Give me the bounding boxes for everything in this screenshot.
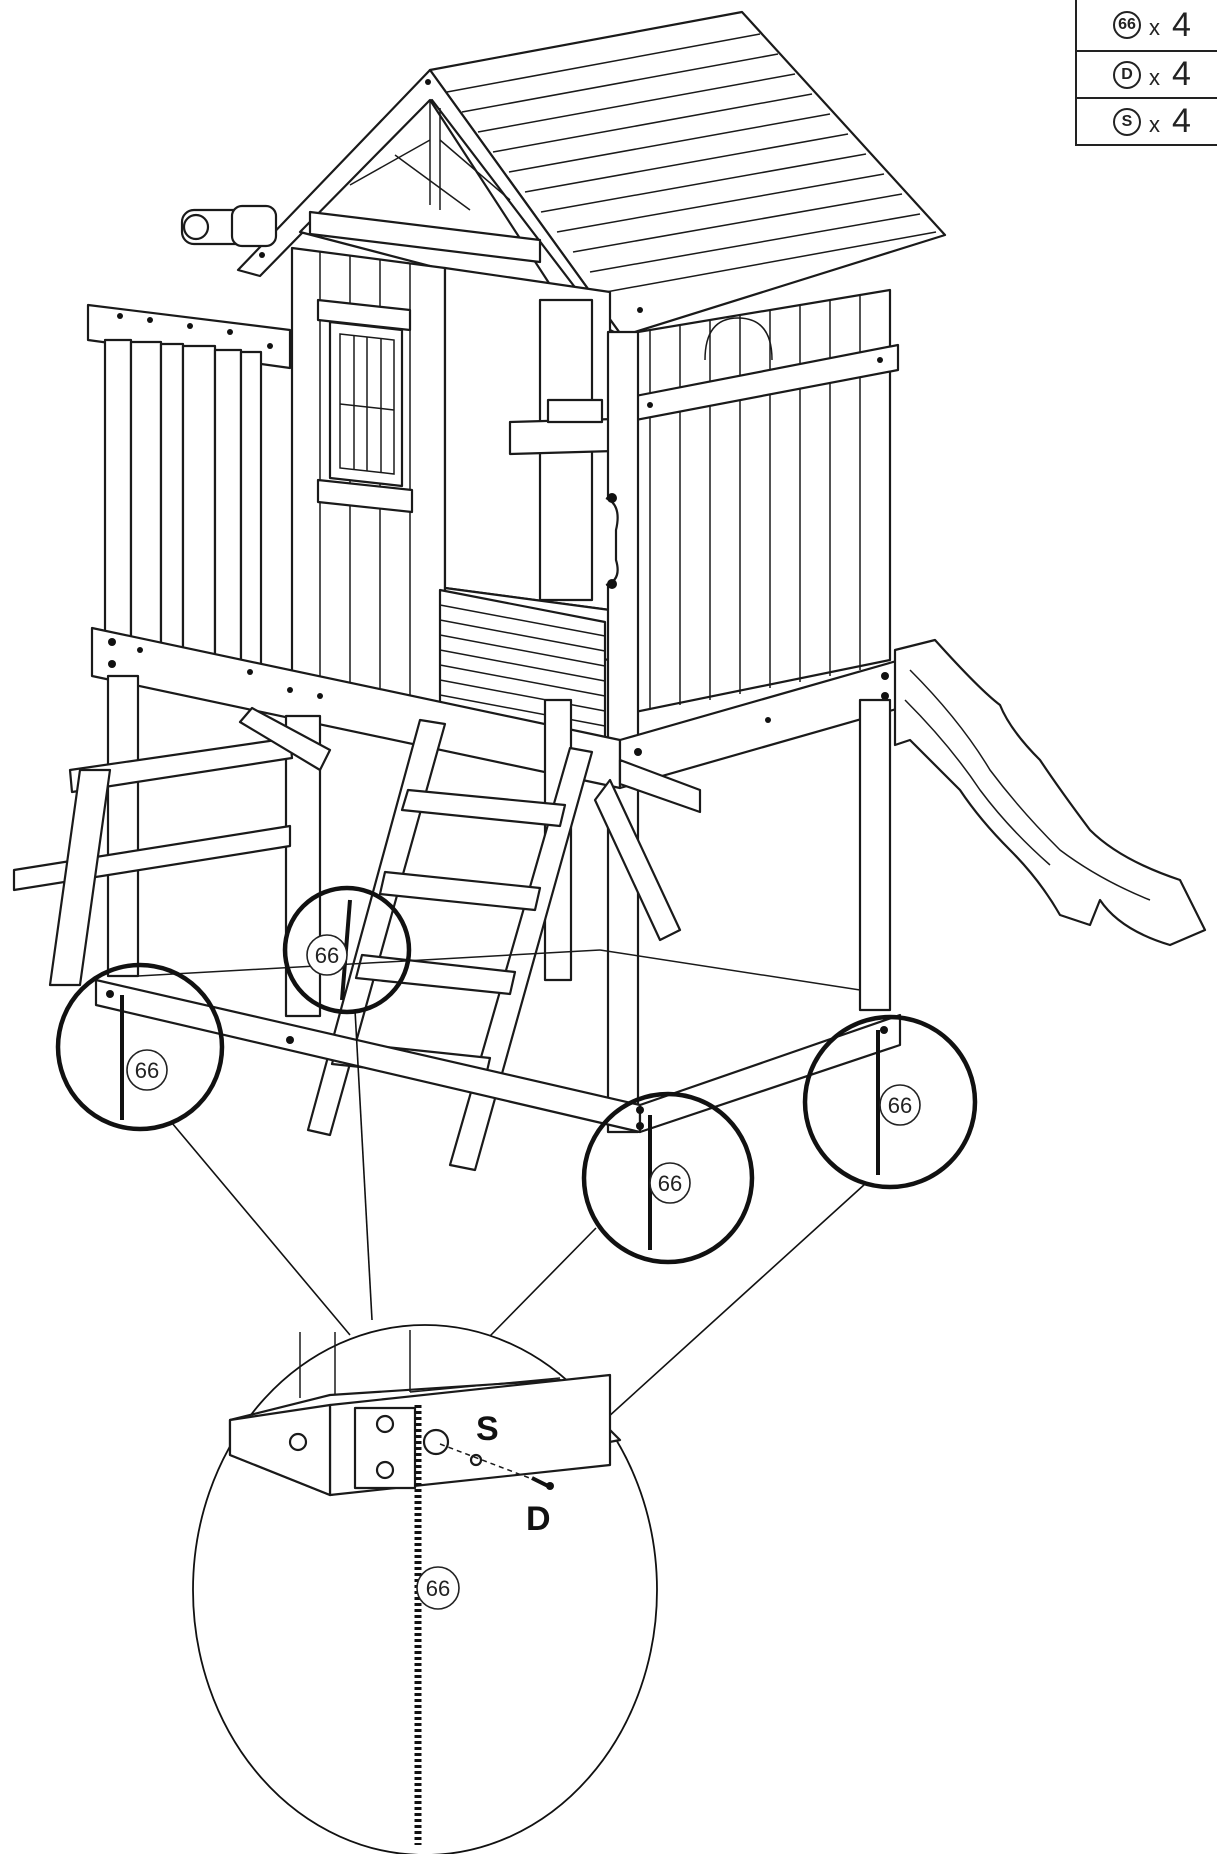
detail-label-d: D: [526, 1500, 551, 1538]
parts-table: 66 x 4 D x 4 S x 4: [1075, 0, 1217, 146]
grab-handle: [605, 496, 619, 587]
svg-text:66: 66: [426, 1576, 450, 1601]
part-badge-back: 66: [306, 934, 348, 976]
window-sill: [316, 478, 414, 514]
parts-row: 66 x 4: [1077, 0, 1217, 50]
picnic-table: [12, 706, 702, 987]
callout-circle-front-right: [581, 1091, 755, 1265]
part-d-icon: D: [1113, 60, 1141, 89]
window-frame: [328, 320, 404, 488]
ground-beam-side: [638, 1013, 902, 1134]
part-badge-detail: 66: [416, 1566, 460, 1610]
svg-text:66: 66: [658, 1171, 682, 1196]
corner-post: [605, 330, 640, 1134]
times-sign: x: [1149, 15, 1160, 40]
legs: [106, 674, 892, 1018]
detail-view: [192, 1324, 658, 1854]
times-sign: x: [1149, 64, 1160, 90]
front-wall: [290, 246, 447, 714]
part-quantity: 4: [1172, 5, 1191, 44]
gable-beam: [308, 210, 542, 264]
callout-circle-back: [282, 885, 412, 1015]
part-s-icon: S: [1113, 107, 1141, 136]
svg-text:66: 66: [135, 1058, 159, 1083]
part-badge-front-right: 66: [649, 1162, 691, 1204]
part-quantity: 4: [1172, 55, 1191, 93]
left-wall-slats: [103, 338, 263, 679]
part-66-icon: 66: [1113, 11, 1141, 39]
callout-circles: [55, 885, 978, 1265]
window-pane: [339, 333, 395, 475]
detail-washer: [422, 1428, 450, 1456]
svg-text:66: 66: [315, 943, 339, 968]
part-badge-left: 66: [126, 1049, 168, 1091]
leader-lines: [171, 1009, 866, 1419]
slide: [893, 638, 1207, 947]
callout-circle-right: [802, 1014, 978, 1190]
times-sign: x: [1149, 111, 1160, 137]
ladder-rail-left: [306, 718, 447, 1137]
part-quantity: 4: [1172, 102, 1191, 140]
parts-row: D x 4: [1077, 50, 1217, 97]
part-badge-right: 66: [879, 1084, 921, 1126]
steering-wheel: [704, 317, 773, 361]
telescope: [180, 204, 278, 248]
callout-circle-left: [55, 962, 225, 1132]
roof: [236, 10, 947, 338]
detail-label-s: S: [476, 1410, 499, 1448]
right-wall: [618, 288, 900, 717]
svg-text:66: 66: [888, 1093, 912, 1118]
parts-row: S x 4: [1077, 97, 1217, 144]
detail-screw: [531, 1476, 549, 1488]
